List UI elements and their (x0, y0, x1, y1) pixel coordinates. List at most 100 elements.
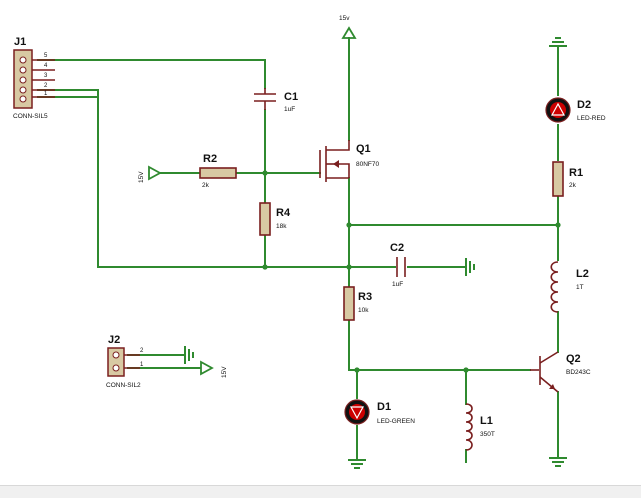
c1-ref-label: C1 (284, 91, 298, 103)
j2-pin-label: 1 (140, 362, 144, 368)
j2-ref-label: J2 (108, 334, 120, 346)
j1-pin-label: 5 (44, 53, 48, 59)
window-bottom-bar (0, 485, 641, 498)
j1-pin-label: 4 (44, 63, 48, 69)
l2-value-label: 1T (576, 284, 584, 291)
ground-bottom-right (549, 457, 567, 467)
q2-collector-lead (539, 351, 559, 364)
q1-value-label: 80NF70 (356, 161, 380, 168)
q1-arrow-icon (333, 160, 339, 168)
r1-value-label: 2k (569, 182, 577, 189)
c2-ref-label: C2 (390, 242, 404, 254)
r2-value-label: 2k (202, 182, 210, 189)
junction-dot (346, 264, 352, 270)
resistor-r3: R3 10k (343, 286, 372, 321)
d2-ref-label: D2 (577, 99, 591, 111)
capacitor-c2: C2 1uF (390, 242, 406, 288)
junction-dot (262, 264, 268, 270)
j1-pin (19, 76, 27, 84)
inductor-l1: L1 350T (465, 403, 495, 451)
d1-value-label: LED-GREEN (377, 418, 415, 425)
j2-pin (112, 351, 120, 359)
j2-value-label: CONN-SIL2 (106, 382, 141, 389)
j2-body (107, 347, 125, 377)
connector-j2: 2 1 J2 CONN-SIL2 (106, 334, 144, 389)
ground-icon (348, 459, 366, 469)
d2-diode-icon (550, 102, 566, 116)
d1-ref-label: D1 (377, 401, 391, 413)
wire-j1-rail (37, 89, 351, 268)
ground-j2 (184, 346, 194, 364)
l1-ref-label: L1 (480, 415, 493, 427)
d1-diode-icon (349, 406, 365, 420)
wire-r3-base (348, 319, 531, 371)
ground-icon (549, 37, 567, 47)
power-arrow-top: 15v (339, 15, 357, 39)
c2-value-label: 1uF (392, 281, 403, 288)
r1-body (552, 161, 564, 197)
power-arrow-j2: 15V (200, 360, 228, 378)
ground-c2 (465, 258, 475, 276)
j2-pin (112, 364, 120, 372)
r4-value-label: 18k (276, 223, 287, 230)
mosfet-q1: Q1 80NF70 (319, 140, 380, 182)
power-arrow-r2: 15V (138, 165, 162, 183)
junction-dot (354, 367, 360, 373)
c2-plates (396, 257, 406, 277)
j2-pin-label: 2 (140, 348, 144, 354)
j2-pin-leads (124, 354, 140, 369)
junction-dot (555, 222, 561, 228)
q2-emitter-lead (539, 376, 559, 393)
circuit-schematic: 5 4 3 2 1 J1 CONN-SIL5 C1 1uF R2 2k 15V … (13, 15, 606, 469)
r1-ref-label: R1 (569, 167, 583, 179)
r2-ref-label: R2 (203, 153, 217, 165)
ground-top-right (549, 37, 567, 47)
ground-icon (549, 457, 567, 467)
r2-body (199, 167, 237, 179)
l2-ref-label: L2 (576, 268, 589, 280)
top-rail-label: 15v (339, 15, 350, 22)
power-arrow-icon (341, 26, 357, 39)
power-arrow-icon (148, 165, 162, 181)
r3-body (343, 286, 355, 321)
j1-ref-label: J1 (14, 36, 26, 48)
power-arrow-icon (200, 360, 214, 376)
resistor-r4: R4 18k (259, 202, 291, 236)
transistor-q2: Q2 BD243C (530, 351, 591, 393)
led-d1: D1 LED-GREEN (344, 399, 415, 425)
resistor-r2: R2 2k (199, 153, 237, 189)
resistor-r1: R1 2k (552, 161, 583, 197)
capacitor-c1: C1 1uF (254, 88, 298, 113)
j1-pin (19, 56, 27, 64)
r2-source-label: 15V (138, 171, 145, 183)
r4-body (259, 202, 271, 236)
ground-d1 (348, 459, 366, 469)
j1-pin (19, 66, 27, 74)
j1-pin (19, 95, 27, 103)
j1-pin-label: 3 (44, 73, 48, 79)
d2-lens (550, 102, 566, 118)
junctions (262, 170, 561, 373)
j1-pin-label: 1 (44, 91, 48, 97)
q1-body-tie (340, 163, 350, 178)
ground-icon (465, 258, 475, 276)
j2-source-label: 15V (221, 366, 228, 378)
q2-value-label: BD243C (566, 369, 591, 376)
r3-ref-label: R3 (358, 291, 372, 303)
ground-icon (184, 346, 194, 364)
q2-arrow-icon (549, 384, 555, 389)
wires (37, 37, 559, 463)
j1-value-label: CONN-SIL5 (13, 113, 48, 120)
l1-value-label: 350T (480, 431, 495, 438)
connector-j1: 5 4 3 2 1 J1 CONN-SIL5 (13, 36, 55, 120)
l1-coil (465, 403, 473, 451)
q2-ref-label: Q2 (566, 353, 581, 365)
j1-pin-leads (32, 59, 55, 98)
j1-pin-label: 2 (44, 83, 48, 89)
wire-j1-c1 (37, 59, 266, 89)
d1-lens (349, 404, 365, 420)
r4-ref-label: R4 (276, 207, 291, 219)
c1-value-label: 1uF (284, 106, 295, 113)
c1-plates (254, 93, 276, 102)
